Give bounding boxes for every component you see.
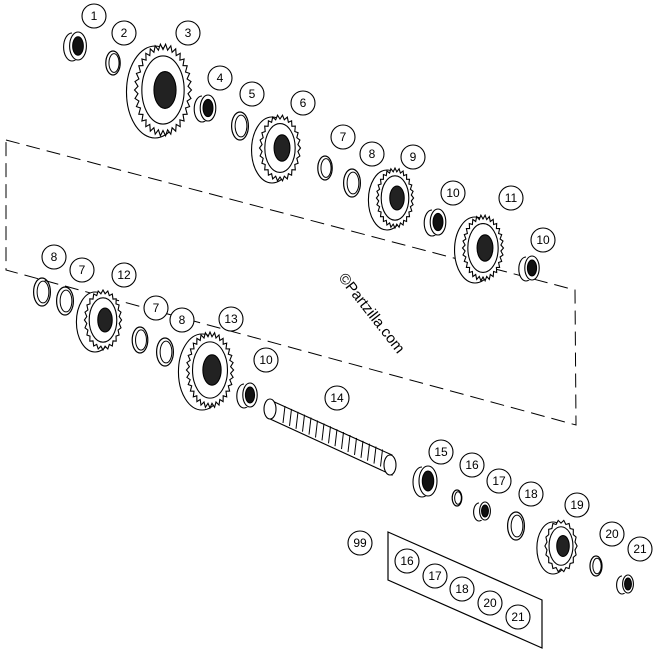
callout-10-right: 10 bbox=[530, 227, 556, 253]
part-4-bearing bbox=[193, 94, 217, 123]
callout-8-left-label: 8 bbox=[51, 250, 58, 264]
kit-item-label: 18 bbox=[455, 582, 469, 596]
callout-7-center-label: 7 bbox=[153, 301, 160, 315]
callout-2-label: 2 bbox=[121, 26, 128, 40]
callout-99: 99 bbox=[347, 530, 373, 556]
kit-item-20: 20 bbox=[477, 590, 503, 616]
callout-10-lower-label: 10 bbox=[259, 353, 273, 367]
callout-10-upper: 10 bbox=[440, 180, 466, 206]
part-14-main-shaft bbox=[263, 398, 397, 476]
part-16-ring bbox=[451, 489, 463, 507]
kit-item-21: 21 bbox=[505, 604, 531, 630]
part-7-ring-center bbox=[131, 326, 149, 354]
callout-6-label: 6 bbox=[300, 96, 307, 110]
callout-20-label: 20 bbox=[605, 527, 619, 541]
callout-1: 1 bbox=[81, 3, 107, 29]
callout-7-left-label: 7 bbox=[79, 263, 86, 277]
callout-15-label: 15 bbox=[434, 445, 448, 459]
part-13-gear bbox=[177, 330, 235, 411]
callout-9-label: 9 bbox=[410, 150, 417, 164]
callout-2: 2 bbox=[111, 20, 137, 46]
part-11-gear bbox=[453, 213, 505, 284]
callout-7-label: 7 bbox=[340, 130, 347, 144]
part-5-washer bbox=[231, 111, 250, 141]
callout-6: 6 bbox=[290, 90, 316, 116]
part-12-gear bbox=[75, 288, 123, 353]
callout-8-center-label: 8 bbox=[179, 313, 186, 327]
callout-16-label: 16 bbox=[465, 458, 479, 472]
callout-21: 21 bbox=[627, 536, 653, 562]
callout-18-label: 18 bbox=[524, 487, 538, 501]
callout-8: 8 bbox=[359, 141, 385, 167]
callout-7: 7 bbox=[330, 124, 356, 150]
callout-8-center: 8 bbox=[169, 307, 195, 333]
callout-3-label: 3 bbox=[185, 26, 192, 40]
part-19-sprocket bbox=[536, 519, 578, 575]
part-10-bearing-right bbox=[518, 255, 540, 282]
parts-layer bbox=[32, 31, 634, 595]
callout-99-label: 99 bbox=[353, 536, 367, 550]
part-21-nut bbox=[616, 574, 634, 595]
kit-item-17: 17 bbox=[422, 563, 448, 589]
callout-15: 15 bbox=[428, 439, 454, 465]
part-8-washer-center bbox=[156, 337, 175, 367]
callout-3: 3 bbox=[175, 20, 201, 46]
callout-17: 17 bbox=[486, 468, 512, 494]
callout-4-label: 4 bbox=[217, 71, 224, 85]
callout-16: 16 bbox=[459, 452, 485, 478]
callout-13-label: 13 bbox=[224, 312, 238, 326]
kit-item-label: 21 bbox=[511, 610, 525, 624]
callout-20: 20 bbox=[599, 521, 625, 547]
callout-12: 12 bbox=[111, 262, 137, 288]
part-17-bushing bbox=[473, 501, 491, 522]
callout-13: 13 bbox=[218, 306, 244, 332]
callout-5: 5 bbox=[239, 81, 265, 107]
kit-item-label: 17 bbox=[428, 569, 442, 583]
part-10-bearing-upper bbox=[423, 208, 447, 237]
callout-7-left: 7 bbox=[69, 257, 95, 283]
kit-item-18: 18 bbox=[449, 576, 475, 602]
callout-10-upper-label: 10 bbox=[446, 186, 460, 200]
callout-1-label: 1 bbox=[91, 9, 98, 23]
callout-12-label: 12 bbox=[117, 268, 131, 282]
callout-19-label: 19 bbox=[570, 498, 584, 512]
part-1-bearing bbox=[63, 31, 87, 62]
assembly-dash-outline bbox=[5, 139, 577, 426]
part-3-gear bbox=[125, 42, 193, 139]
part-2-washer bbox=[105, 50, 121, 76]
callout-5-label: 5 bbox=[249, 87, 256, 101]
part-7-ring bbox=[317, 155, 333, 181]
part-18-washer bbox=[507, 511, 526, 541]
kit-item-label: 20 bbox=[483, 596, 497, 610]
callout-14: 14 bbox=[324, 385, 350, 411]
callout-18: 18 bbox=[518, 481, 544, 507]
part-15-bearing bbox=[412, 465, 438, 498]
callout-7-center: 7 bbox=[143, 295, 169, 321]
callout-10-lower: 10 bbox=[253, 347, 279, 373]
callout-10-right-label: 10 bbox=[536, 233, 550, 247]
callout-19: 19 bbox=[564, 492, 590, 518]
part-20-ring bbox=[589, 555, 603, 577]
callout-9: 9 bbox=[400, 144, 426, 170]
callout-17-label: 17 bbox=[492, 474, 506, 488]
callout-4: 4 bbox=[207, 65, 233, 91]
part-8-washer-left bbox=[32, 277, 51, 307]
kit-item-label: 16 bbox=[400, 554, 414, 568]
part-10-bearing-lower bbox=[236, 382, 258, 409]
callout-11: 11 bbox=[498, 185, 524, 211]
part-7-ring-left bbox=[55, 286, 74, 316]
part-8-washer bbox=[343, 168, 362, 198]
watermark: ©Partzilla.com bbox=[335, 270, 408, 357]
callout-11-label: 11 bbox=[505, 191, 518, 205]
kit-item-16: 16 bbox=[394, 548, 420, 574]
callout-8-left: 8 bbox=[41, 244, 67, 270]
callout-8-label: 8 bbox=[369, 147, 376, 161]
callout-21-label: 21 bbox=[633, 542, 647, 556]
part-6-gear bbox=[250, 114, 302, 184]
callout-14-label: 14 bbox=[330, 391, 344, 405]
part-9-gear bbox=[367, 166, 415, 231]
